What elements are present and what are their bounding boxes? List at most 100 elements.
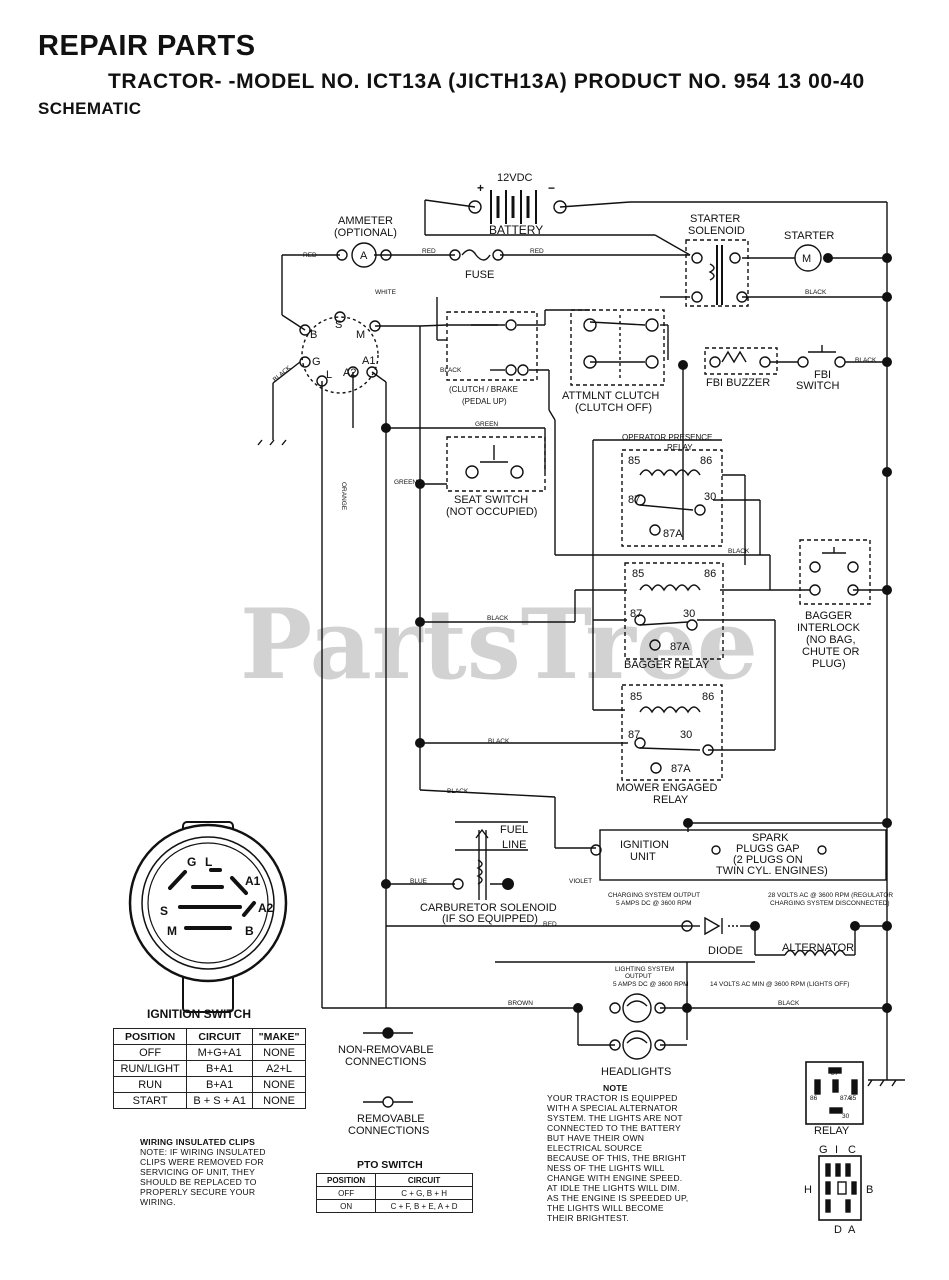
mower-engaged-relay bbox=[621, 684, 723, 781]
pto-pin-d: D bbox=[834, 1224, 842, 1236]
bagger-relay bbox=[624, 562, 724, 660]
terminal-s: S bbox=[335, 319, 342, 331]
table-cell: C + G, B + H bbox=[375, 1186, 473, 1200]
table-cell: OFF bbox=[315, 1186, 377, 1200]
terminal-g: G bbox=[312, 356, 321, 368]
legend-non-removable-label: NON-REMOVABLE bbox=[338, 1044, 434, 1056]
relay-pin-87: 87 bbox=[831, 1070, 839, 1077]
ignition-switch-face bbox=[128, 821, 288, 1013]
terminal-87a: 87A bbox=[670, 641, 690, 653]
ignition-unit-label: IGNITION bbox=[620, 839, 669, 851]
bagger-interlock bbox=[799, 539, 871, 605]
note-line: PROPERLY SECURE YOUR bbox=[140, 1187, 256, 1197]
table-row: ON C + F, B + E, A + D bbox=[315, 1199, 473, 1213]
table-row: RUN/LIGHT B+A1 A2+L bbox=[112, 1060, 306, 1077]
table-cell: OFF bbox=[112, 1044, 188, 1061]
terminal-86: 86 bbox=[704, 568, 716, 580]
terminal-30: 30 bbox=[683, 608, 695, 620]
terminal-m: M bbox=[356, 329, 365, 341]
section-label: SCHEMATIC bbox=[38, 99, 142, 118]
svg-text:−: − bbox=[548, 181, 555, 195]
pto-pin-h: H bbox=[804, 1184, 812, 1196]
table-cell: B+A1 bbox=[186, 1076, 254, 1093]
wire-label-green: GREEN bbox=[394, 479, 417, 486]
switch-terminal-b: B bbox=[245, 924, 254, 938]
battery-voltage-label: 12VDC bbox=[497, 172, 533, 184]
svg-text:M: M bbox=[802, 253, 811, 265]
pto-pin-c: C bbox=[848, 1144, 856, 1156]
relay-pin-30: 30 bbox=[842, 1113, 850, 1120]
alternator bbox=[784, 949, 846, 957]
bagger-relay-label: BAGGER RELAY bbox=[624, 659, 710, 671]
ignition-unit-label-2: UNIT bbox=[630, 851, 656, 863]
terminal-87a: 87A bbox=[671, 763, 691, 775]
wire-label-black: BLACK bbox=[778, 1000, 800, 1007]
relay-label: RELAY bbox=[814, 1125, 850, 1137]
note-line: NESS OF THE LIGHTS WILL bbox=[547, 1163, 665, 1173]
attachment-clutch-switch bbox=[570, 309, 665, 386]
legend-removable bbox=[363, 1096, 413, 1108]
starter-label: STARTER bbox=[784, 230, 834, 242]
spark-plugs-label: (2 PLUGS ON bbox=[733, 854, 803, 866]
wire-label-violet: VIOLET bbox=[569, 878, 592, 885]
note-line: BUT HAVE THEIR OWN bbox=[547, 1133, 645, 1143]
note-line: SERVICING OF UNIT, THEY bbox=[140, 1167, 256, 1177]
wire-label-white: WHITE bbox=[375, 289, 397, 296]
note-line: WIRING. bbox=[140, 1197, 176, 1207]
fbi-buzzer bbox=[704, 347, 778, 375]
clutch-brake-switch bbox=[446, 311, 538, 381]
fbi-switch-label: FBI bbox=[814, 369, 831, 381]
table-cell: B+A1 bbox=[186, 1060, 254, 1077]
note-line: CONNECTED TO THE BATTERY bbox=[547, 1123, 681, 1133]
pto-pin-g: G bbox=[819, 1144, 828, 1156]
switch-terminal-g: G bbox=[187, 855, 196, 869]
switch-terminal-a1: A1 bbox=[245, 874, 261, 888]
terminal-a1: A1 bbox=[362, 355, 375, 367]
legend-removable-label: REMOVABLE bbox=[357, 1113, 425, 1125]
carburetor-solenoid bbox=[452, 821, 528, 900]
ammeter-label: AMMETER bbox=[338, 215, 393, 227]
pto-pin-i: I bbox=[835, 1144, 838, 1156]
table-row: RUN B+A1 NONE bbox=[112, 1076, 306, 1093]
ammeter-optional-label: (OPTIONAL) bbox=[334, 227, 397, 239]
switch-terminal-m: M bbox=[167, 924, 177, 938]
attmnt-clutch-label: ATTMLNT CLUTCH bbox=[562, 390, 659, 402]
terminal-a2: A2 bbox=[343, 367, 356, 379]
terminal-85: 85 bbox=[628, 455, 640, 467]
wire-label-orange: ORANGE bbox=[340, 482, 347, 511]
terminal-85: 85 bbox=[632, 568, 644, 580]
terminal-85: 85 bbox=[630, 691, 642, 703]
mower-relay-label-2: RELAY bbox=[653, 794, 689, 806]
note-line: ELECTRICAL SOURCE bbox=[547, 1143, 643, 1153]
spark-plugs-label: SPARK bbox=[752, 832, 789, 844]
relay-pinout bbox=[805, 1061, 864, 1221]
table-row: START B + S + A1 NONE bbox=[112, 1092, 306, 1109]
note-line: SYSTEM. THE LIGHTS ARE NOT bbox=[547, 1113, 683, 1123]
carb-solenoid-label-2: (IF SO EQUIPPED) bbox=[442, 913, 538, 925]
watermark: PartsTree bbox=[240, 588, 758, 701]
table-header: CIRCUIT bbox=[375, 1173, 473, 1187]
wiring-clips-heading: WIRING INSULATED CLIPS bbox=[140, 1137, 256, 1147]
note-line: THEIR BRIGHTEST. bbox=[547, 1213, 629, 1223]
clutch-brake-label: (CLUTCH / BRAKE bbox=[449, 385, 518, 394]
fbi-buzzer-label: FBI BUZZER bbox=[706, 377, 770, 389]
seat-switch-label-2: (NOT OCCUPIED) bbox=[446, 506, 537, 518]
wire-label-green: GREEN bbox=[475, 421, 498, 428]
wire-label-black: BLACK bbox=[487, 615, 509, 622]
table-header: POSITION bbox=[315, 1173, 377, 1187]
battery: + − bbox=[468, 181, 567, 224]
terminal-87: 87 bbox=[630, 608, 642, 620]
pto-switch-table: POSITION CIRCUIT OFF C + G, B + H ON C +… bbox=[315, 1173, 473, 1213]
ground-symbol bbox=[867, 1079, 905, 1087]
alternator-note: NOTE YOUR TRACTOR IS EQUIPPED WITH A SPE… bbox=[547, 1083, 737, 1223]
charging-rectifier-label: 28 VOLTS AC @ 3600 RPM (REGULATOR bbox=[768, 892, 893, 899]
pto-pin-b: B bbox=[866, 1184, 873, 1196]
ammeter: A bbox=[336, 242, 392, 268]
table-cell: RUN bbox=[112, 1076, 188, 1093]
terminal-30: 30 bbox=[704, 491, 716, 503]
wire-label-red: RED bbox=[422, 248, 436, 255]
switch-terminal-s: S bbox=[160, 904, 168, 918]
relay-pin-85: 85 bbox=[849, 1095, 857, 1102]
fbi-switch-label-2: SWITCH bbox=[796, 380, 839, 392]
junction-dots bbox=[381, 253, 892, 1013]
